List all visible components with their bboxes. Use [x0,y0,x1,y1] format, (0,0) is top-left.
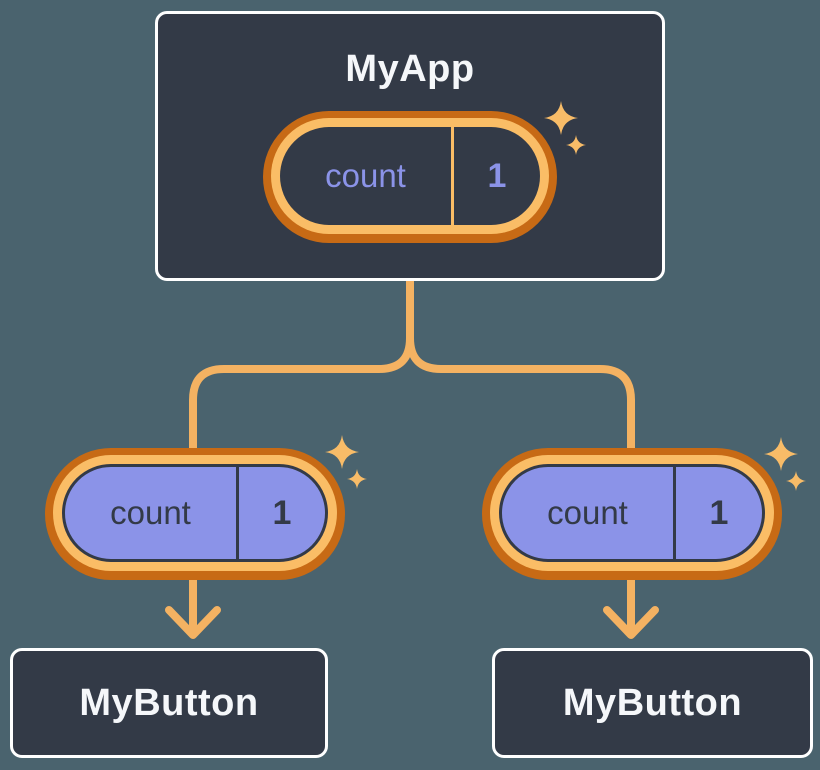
node-mybutton-left: MyButton [10,648,328,758]
prop-pill-ring: count 1 [490,455,774,571]
sparkle-icon [764,437,806,491]
prop-value: 1 [709,493,729,532]
pill-divider [236,467,239,559]
prop-pill-count-right: count 1 [482,448,782,580]
prop-pill-core: count 1 [499,464,765,562]
state-name-label: count [325,157,406,194]
node-mybutton-left-title: MyButton [79,681,259,724]
state-pill-count: count 1 [263,111,557,243]
state-value: 1 [487,156,507,195]
state-pill-core: count 1 [280,127,540,225]
node-myapp-title: MyApp [345,48,475,90]
sparkle-small-icon [786,471,806,491]
prop-pill-count-left: count 1 [45,448,345,580]
prop-name-label: count [547,494,628,531]
prop-pill-core: count 1 [62,464,328,562]
state-pill-ring: count 1 [271,118,549,234]
node-mybutton-right-title: MyButton [562,681,743,724]
pill-divider [673,467,676,559]
node-myapp: MyApp count 1 [155,11,665,281]
arrow-down-right-icon [603,606,659,639]
sparkle-big-icon [325,435,359,469]
prop-name-label: count [110,494,191,531]
arrow-down-left-icon [165,606,221,639]
sparkle-small-icon [566,135,586,155]
prop-value: 1 [272,493,292,532]
connector-right-branch [406,277,635,636]
sparkle-small-icon [347,469,367,489]
node-mybutton-right: MyButton [492,648,813,758]
sparkle-big-icon [764,437,798,471]
sparkle-big-icon [544,101,578,135]
sparkle-icon [325,435,367,489]
pill-divider [451,127,454,225]
prop-pill-ring: count 1 [53,455,337,571]
sparkle-icon [544,101,586,155]
